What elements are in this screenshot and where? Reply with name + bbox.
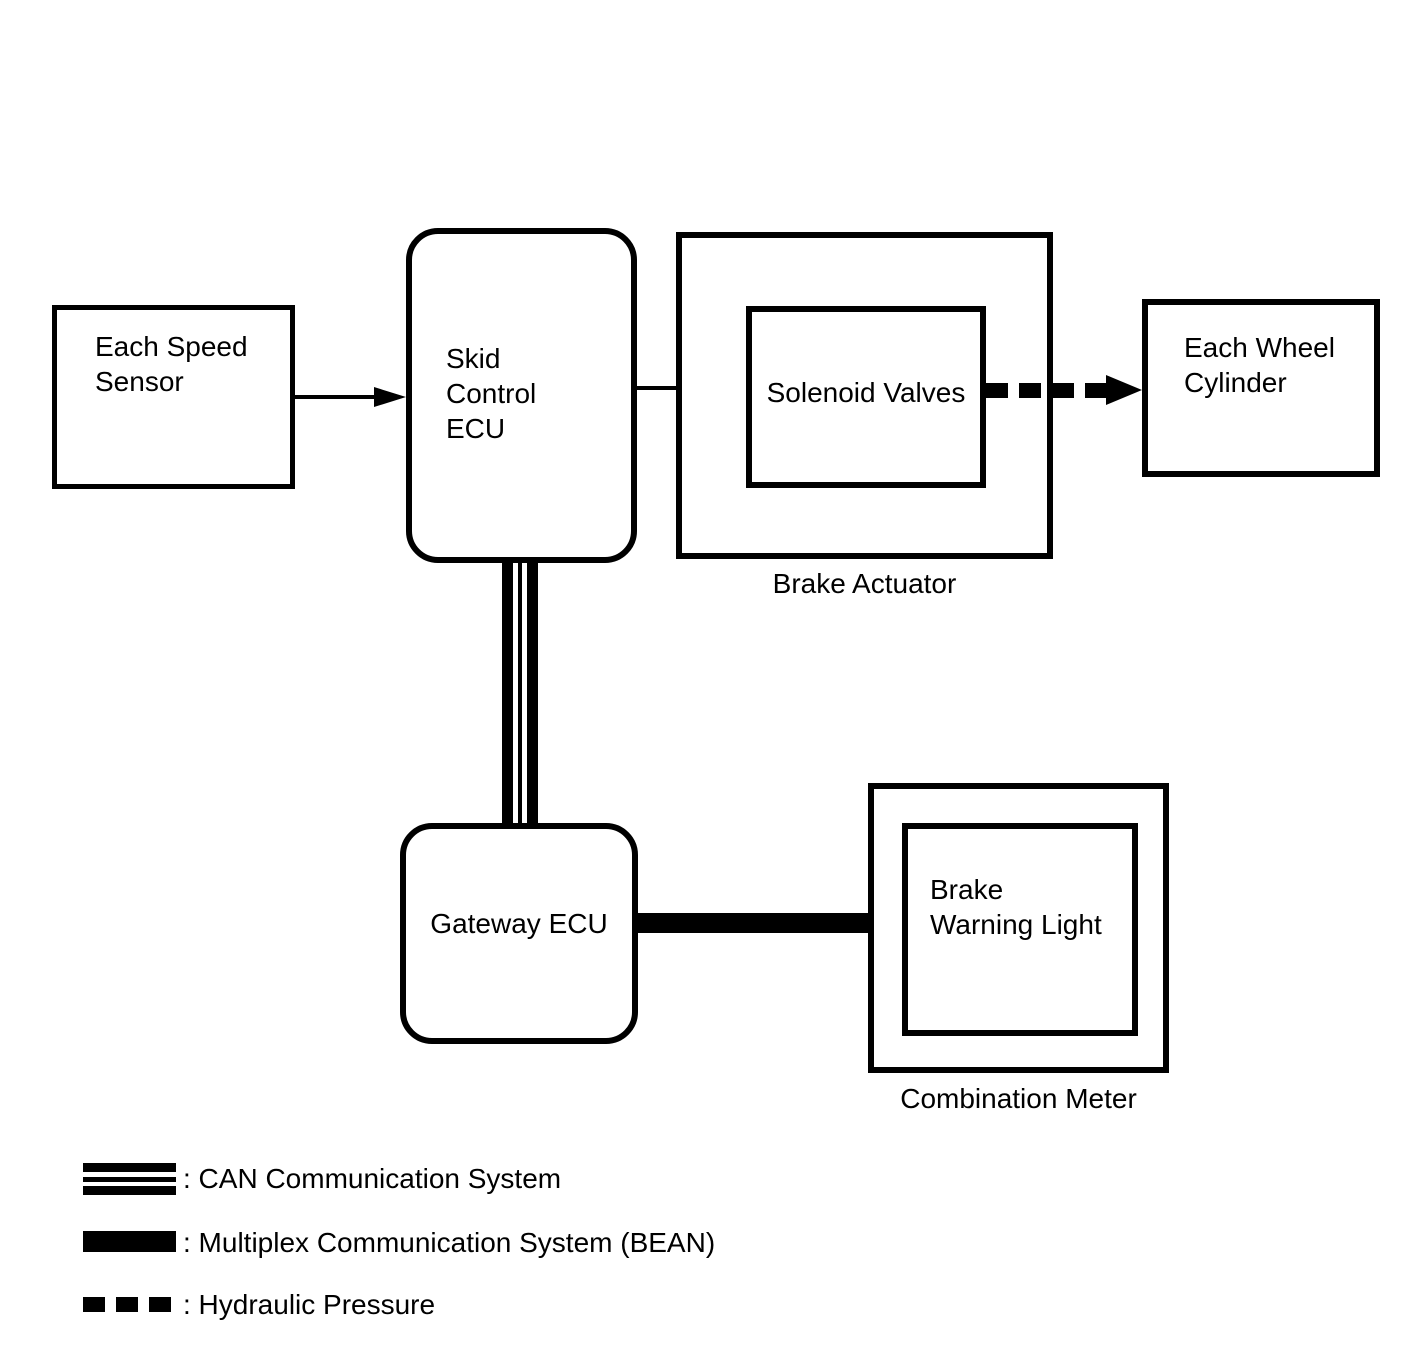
legend-can-label: : CAN Communication System [183,1163,562,1194]
can-connector [502,558,538,826]
signal-arrow-speed-to-skid-head [374,387,406,407]
node-each-wheel-cylinder-label: Each Wheel Cylinder [1184,332,1335,398]
node-solenoid-valves-label: Solenoid Valves [766,376,966,408]
node-combination-meter-caption: Combination Meter [900,1083,1137,1114]
legend-can-bar-mid [83,1177,176,1182]
can-line-thin [518,558,522,826]
legend-hydraulic-symbol [83,1297,171,1312]
legend-hydraulic-dash [116,1297,138,1312]
hydraulic-pressure-arrow-dashes [986,383,1107,398]
legend-can-symbol [83,1163,176,1195]
can-line-thick [502,558,513,826]
legend-hydraulic-dash [149,1297,171,1312]
legend-can-bar-top [83,1163,176,1172]
hydraulic-pressure-arrow-head [1106,375,1142,405]
node-brake-warning-light: Brake Warning Light [902,823,1138,1036]
signal-arrow-speed-to-skid-line [294,395,376,399]
node-each-speed-sensor-label: Each Speed Sensor [95,331,248,397]
legend-hydraulic-dash [83,1297,105,1312]
node-each-wheel-cylinder: Each Wheel Cylinder [1142,299,1380,477]
legend-hydraulic-label: : Hydraulic Pressure [183,1289,436,1320]
node-skid-control-ecu-label: Skid Control ECU [446,343,537,444]
node-solenoid-valves: Solenoid Valves [746,306,986,488]
bean-connector [634,913,870,933]
node-skid-control-ecu: Skid Control ECU [406,228,637,563]
legend-can-bar-bottom [83,1186,176,1195]
node-brake-actuator-caption: Brake Actuator [772,568,957,599]
hydraulic-dash [986,383,1008,398]
legend-bean-symbol [83,1231,176,1252]
node-gateway-ecu-label: Gateway ECU [430,908,608,939]
legend-bean-label: : Multiplex Communication System (BEAN) [183,1227,716,1258]
node-brake-warning-light-label: Brake Warning Light [930,874,1102,940]
node-each-speed-sensor: Each Speed Sensor [52,305,295,489]
hydraulic-dash [1052,383,1074,398]
hydraulic-dash [1019,383,1041,398]
node-gateway-ecu: Gateway ECU [400,823,638,1044]
can-line-thick [527,558,538,826]
hydraulic-dash [1085,383,1107,398]
